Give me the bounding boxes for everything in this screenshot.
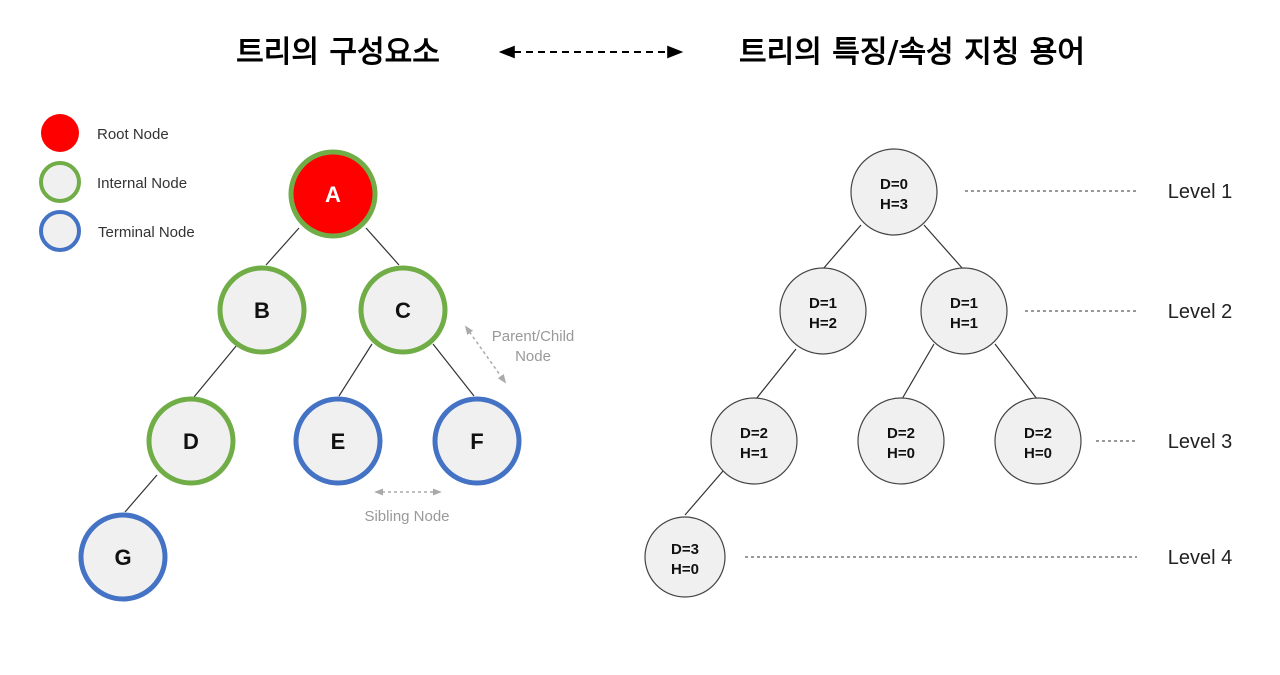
- node-a-label: A: [325, 182, 341, 207]
- legend-root-swatch: [41, 114, 79, 152]
- depth-node-3-height: H=1: [950, 315, 978, 332]
- depth-node-1-depth: D=0: [880, 176, 908, 193]
- legend-root-label: Root Node: [97, 126, 169, 143]
- depth-node-4-depth: D=2: [740, 425, 768, 442]
- depth-node-4-height: H=1: [740, 445, 768, 462]
- level-4-label: Level 4: [1168, 547, 1233, 569]
- edge-b-d: [193, 344, 238, 398]
- depth-node-3: D=1 H=1: [920, 267, 1008, 355]
- depth-node-2-height: H=2: [809, 315, 837, 332]
- node-e: E: [293, 396, 383, 486]
- legend: Root Node Internal Node Terminal Node: [39, 114, 195, 252]
- legend-internal-swatch: [39, 161, 81, 203]
- node-d: D: [146, 396, 236, 486]
- depth-node-1: D=0 H=3: [850, 148, 938, 236]
- edge-c-f: [432, 343, 475, 397]
- level-1-label: Level 1: [1168, 181, 1233, 203]
- node-c-label: C: [395, 298, 411, 323]
- depth-node-4: D=2 H=1: [710, 397, 798, 485]
- depth-node-2-depth: D=1: [809, 295, 837, 312]
- edge-n3-n5: [901, 343, 935, 400]
- depth-node-5-height: H=0: [887, 445, 915, 462]
- parent-child-arrow: [464, 325, 507, 384]
- depth-node-3-depth: D=1: [950, 295, 978, 312]
- node-b-label: B: [254, 298, 270, 323]
- depth-node-2: D=1 H=2: [779, 267, 867, 355]
- edge-d-g: [124, 474, 158, 513]
- edge-c-e: [338, 343, 373, 397]
- edge-n1-n3: [923, 224, 964, 270]
- right-tree-edges: [684, 224, 1038, 516]
- sibling-label: Sibling Node: [364, 508, 449, 525]
- edge-a-b: [265, 227, 300, 266]
- depth-node-7-depth: D=3: [671, 541, 699, 558]
- edge-n1-n2: [822, 224, 862, 270]
- depth-node-6-depth: D=2: [1024, 425, 1052, 442]
- node-e-label: E: [331, 429, 346, 454]
- node-f-label: F: [470, 429, 483, 454]
- depth-node-6: D=2 H=0: [994, 397, 1082, 485]
- node-g: G: [78, 512, 168, 602]
- left-title: 트리의 구성요소: [236, 35, 440, 70]
- node-a: A: [288, 149, 378, 239]
- edge-n3-n6: [994, 343, 1038, 400]
- edge-a-c: [365, 227, 400, 266]
- parent-child-label-line1: Parent/Child: [492, 328, 575, 345]
- node-g-label: G: [114, 545, 131, 570]
- legend-terminal-swatch: [39, 210, 81, 252]
- depth-node-1-height: H=3: [880, 196, 908, 213]
- parent-child-label-line2: Node: [515, 348, 551, 365]
- depth-node-7-height: H=0: [671, 561, 699, 578]
- edge-n4-n7: [684, 470, 724, 516]
- level-3-label: Level 3: [1168, 431, 1233, 453]
- legend-terminal-label: Terminal Node: [98, 224, 195, 241]
- depth-node-5: D=2 H=0: [857, 397, 945, 485]
- legend-internal-label: Internal Node: [97, 175, 187, 192]
- node-c: C: [358, 265, 448, 355]
- depth-node-6-height: H=0: [1024, 445, 1052, 462]
- depth-node-5-depth: D=2: [887, 425, 915, 442]
- level-2-label: Level 2: [1168, 301, 1233, 323]
- node-b: B: [217, 265, 307, 355]
- left-tree-edges: [124, 227, 475, 513]
- node-d-label: D: [183, 429, 199, 454]
- node-f: F: [432, 396, 522, 486]
- depth-node-7: D=3 H=0: [644, 516, 726, 598]
- right-title: 트리의 특징/속성 지칭 용어: [739, 35, 1085, 70]
- edge-n2-n4: [755, 348, 797, 400]
